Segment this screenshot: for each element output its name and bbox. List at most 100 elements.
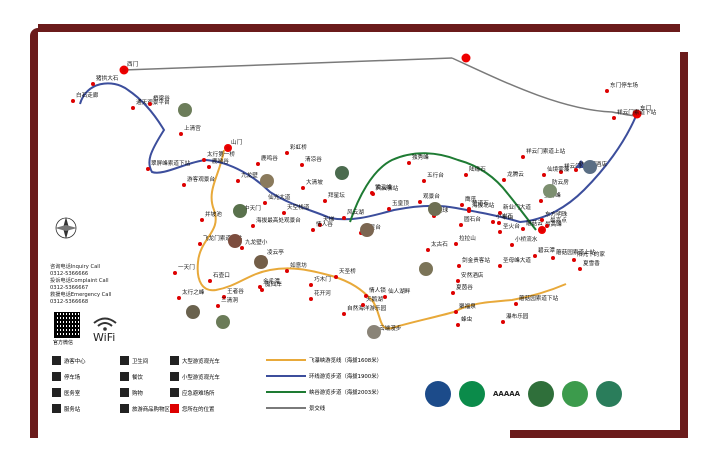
photo-thumb <box>335 166 349 180</box>
location-dot[interactable] <box>318 223 322 227</box>
location-dot[interactable] <box>309 297 313 301</box>
location-dot[interactable] <box>387 207 391 211</box>
location-dot[interactable] <box>146 167 150 171</box>
location-dot[interactable] <box>334 275 338 279</box>
location-dot[interactable] <box>451 291 455 295</box>
location-dot[interactable] <box>559 170 563 174</box>
location-dot[interactable] <box>514 302 518 306</box>
location-dot[interactable] <box>551 256 555 260</box>
location-dot[interactable] <box>309 283 313 287</box>
location-dot[interactable] <box>236 179 240 183</box>
facility-label: 小型游览观光车 <box>182 374 220 381</box>
location-dot[interactable] <box>454 242 458 246</box>
location-dot[interactable] <box>258 285 262 289</box>
location-dot[interactable] <box>251 224 255 228</box>
location-dot[interactable] <box>182 183 186 187</box>
location-dot[interactable] <box>498 264 502 268</box>
location-dot[interactable] <box>208 279 212 283</box>
location-dot[interactable] <box>198 242 202 246</box>
location-dot[interactable] <box>179 132 183 136</box>
location-dot[interactable] <box>456 279 460 283</box>
location-dot[interactable] <box>260 288 264 292</box>
location-dot[interactable] <box>572 258 576 262</box>
location-dot[interactable] <box>122 68 126 72</box>
location-dot[interactable] <box>467 209 471 213</box>
route-green[interactable] <box>349 152 537 231</box>
location-dot[interactable] <box>539 199 543 203</box>
location-dot[interactable] <box>510 243 514 247</box>
location-dot[interactable] <box>460 203 464 207</box>
location-dot[interactable] <box>521 155 525 159</box>
location-dot[interactable] <box>222 295 226 299</box>
location-dot[interactable] <box>131 106 135 110</box>
location-dot[interactable] <box>323 199 327 203</box>
location-dot[interactable] <box>521 227 525 231</box>
marker-visitor-center[interactable] <box>461 53 471 63</box>
location-dot[interactable] <box>432 214 436 218</box>
location-label: 龙腾云 <box>507 172 524 178</box>
location-dot[interactable] <box>200 218 204 222</box>
location-dot[interactable] <box>605 89 609 93</box>
location-dot[interactable] <box>464 173 468 177</box>
qr-label: 官方微信 <box>53 340 74 346</box>
location-dot[interactable] <box>371 192 375 196</box>
location-dot[interactable] <box>422 179 426 183</box>
location-dot[interactable] <box>498 211 502 215</box>
location-label: 魔仙岸 <box>265 282 282 288</box>
route-blue[interactable] <box>79 82 637 224</box>
location-dot[interactable] <box>407 161 411 165</box>
facility-label: 游客中心 <box>64 358 86 365</box>
location-dot[interactable] <box>361 303 365 307</box>
location-dot[interactable] <box>300 163 304 167</box>
location-dot[interactable] <box>456 323 460 327</box>
location-dot[interactable] <box>311 228 315 232</box>
location-dot[interactable] <box>635 112 639 116</box>
location-dot[interactable] <box>240 246 244 250</box>
location-dot[interactable] <box>426 248 430 252</box>
location-dot[interactable] <box>91 82 95 86</box>
location-dot[interactable] <box>301 186 305 190</box>
location-dot[interactable] <box>498 230 502 234</box>
location-label: 猪拱大石 <box>96 76 119 82</box>
qr-code[interactable] <box>54 312 80 338</box>
location-dot[interactable] <box>545 224 549 228</box>
location-dot[interactable] <box>173 271 177 275</box>
location-dot[interactable] <box>459 223 463 227</box>
location-dot[interactable] <box>542 173 546 177</box>
location-dot[interactable] <box>342 216 346 220</box>
location-dot[interactable] <box>285 269 289 273</box>
location-dot[interactable] <box>467 207 471 211</box>
location-dot[interactable] <box>383 295 387 299</box>
forest-park-logo <box>528 381 555 407</box>
location-dot[interactable] <box>574 168 578 172</box>
location-dot[interactable] <box>148 102 152 106</box>
location-dot[interactable] <box>457 264 461 268</box>
location-dot[interactable] <box>216 304 220 308</box>
location-dot[interactable] <box>491 220 495 224</box>
location-dot[interactable] <box>263 201 267 205</box>
location-dot[interactable] <box>226 146 230 150</box>
location-dot[interactable] <box>502 178 506 182</box>
location-dot[interactable] <box>578 267 582 271</box>
location-dot[interactable] <box>285 151 289 155</box>
location-dot[interactable] <box>207 165 211 169</box>
location-dot[interactable] <box>533 254 537 258</box>
route-orange[interactable] <box>196 149 567 330</box>
route-grey[interactable] <box>451 57 639 117</box>
location-dot[interactable] <box>540 218 544 222</box>
location-dot[interactable] <box>540 228 544 232</box>
location-dot[interactable] <box>342 312 346 316</box>
location-dot[interactable] <box>71 99 75 103</box>
location-dot[interactable] <box>454 310 458 314</box>
location-dot[interactable] <box>202 158 206 162</box>
location-dot[interactable] <box>256 162 260 166</box>
location-dot[interactable] <box>497 221 501 225</box>
location-dot[interactable] <box>282 211 286 215</box>
info-line: 0312-5366666 <box>50 271 89 277</box>
location-dot[interactable] <box>364 294 368 298</box>
location-dot[interactable] <box>418 200 422 204</box>
location-dot[interactable] <box>612 116 616 120</box>
location-dot[interactable] <box>177 296 181 300</box>
location-dot[interactable] <box>501 320 505 324</box>
